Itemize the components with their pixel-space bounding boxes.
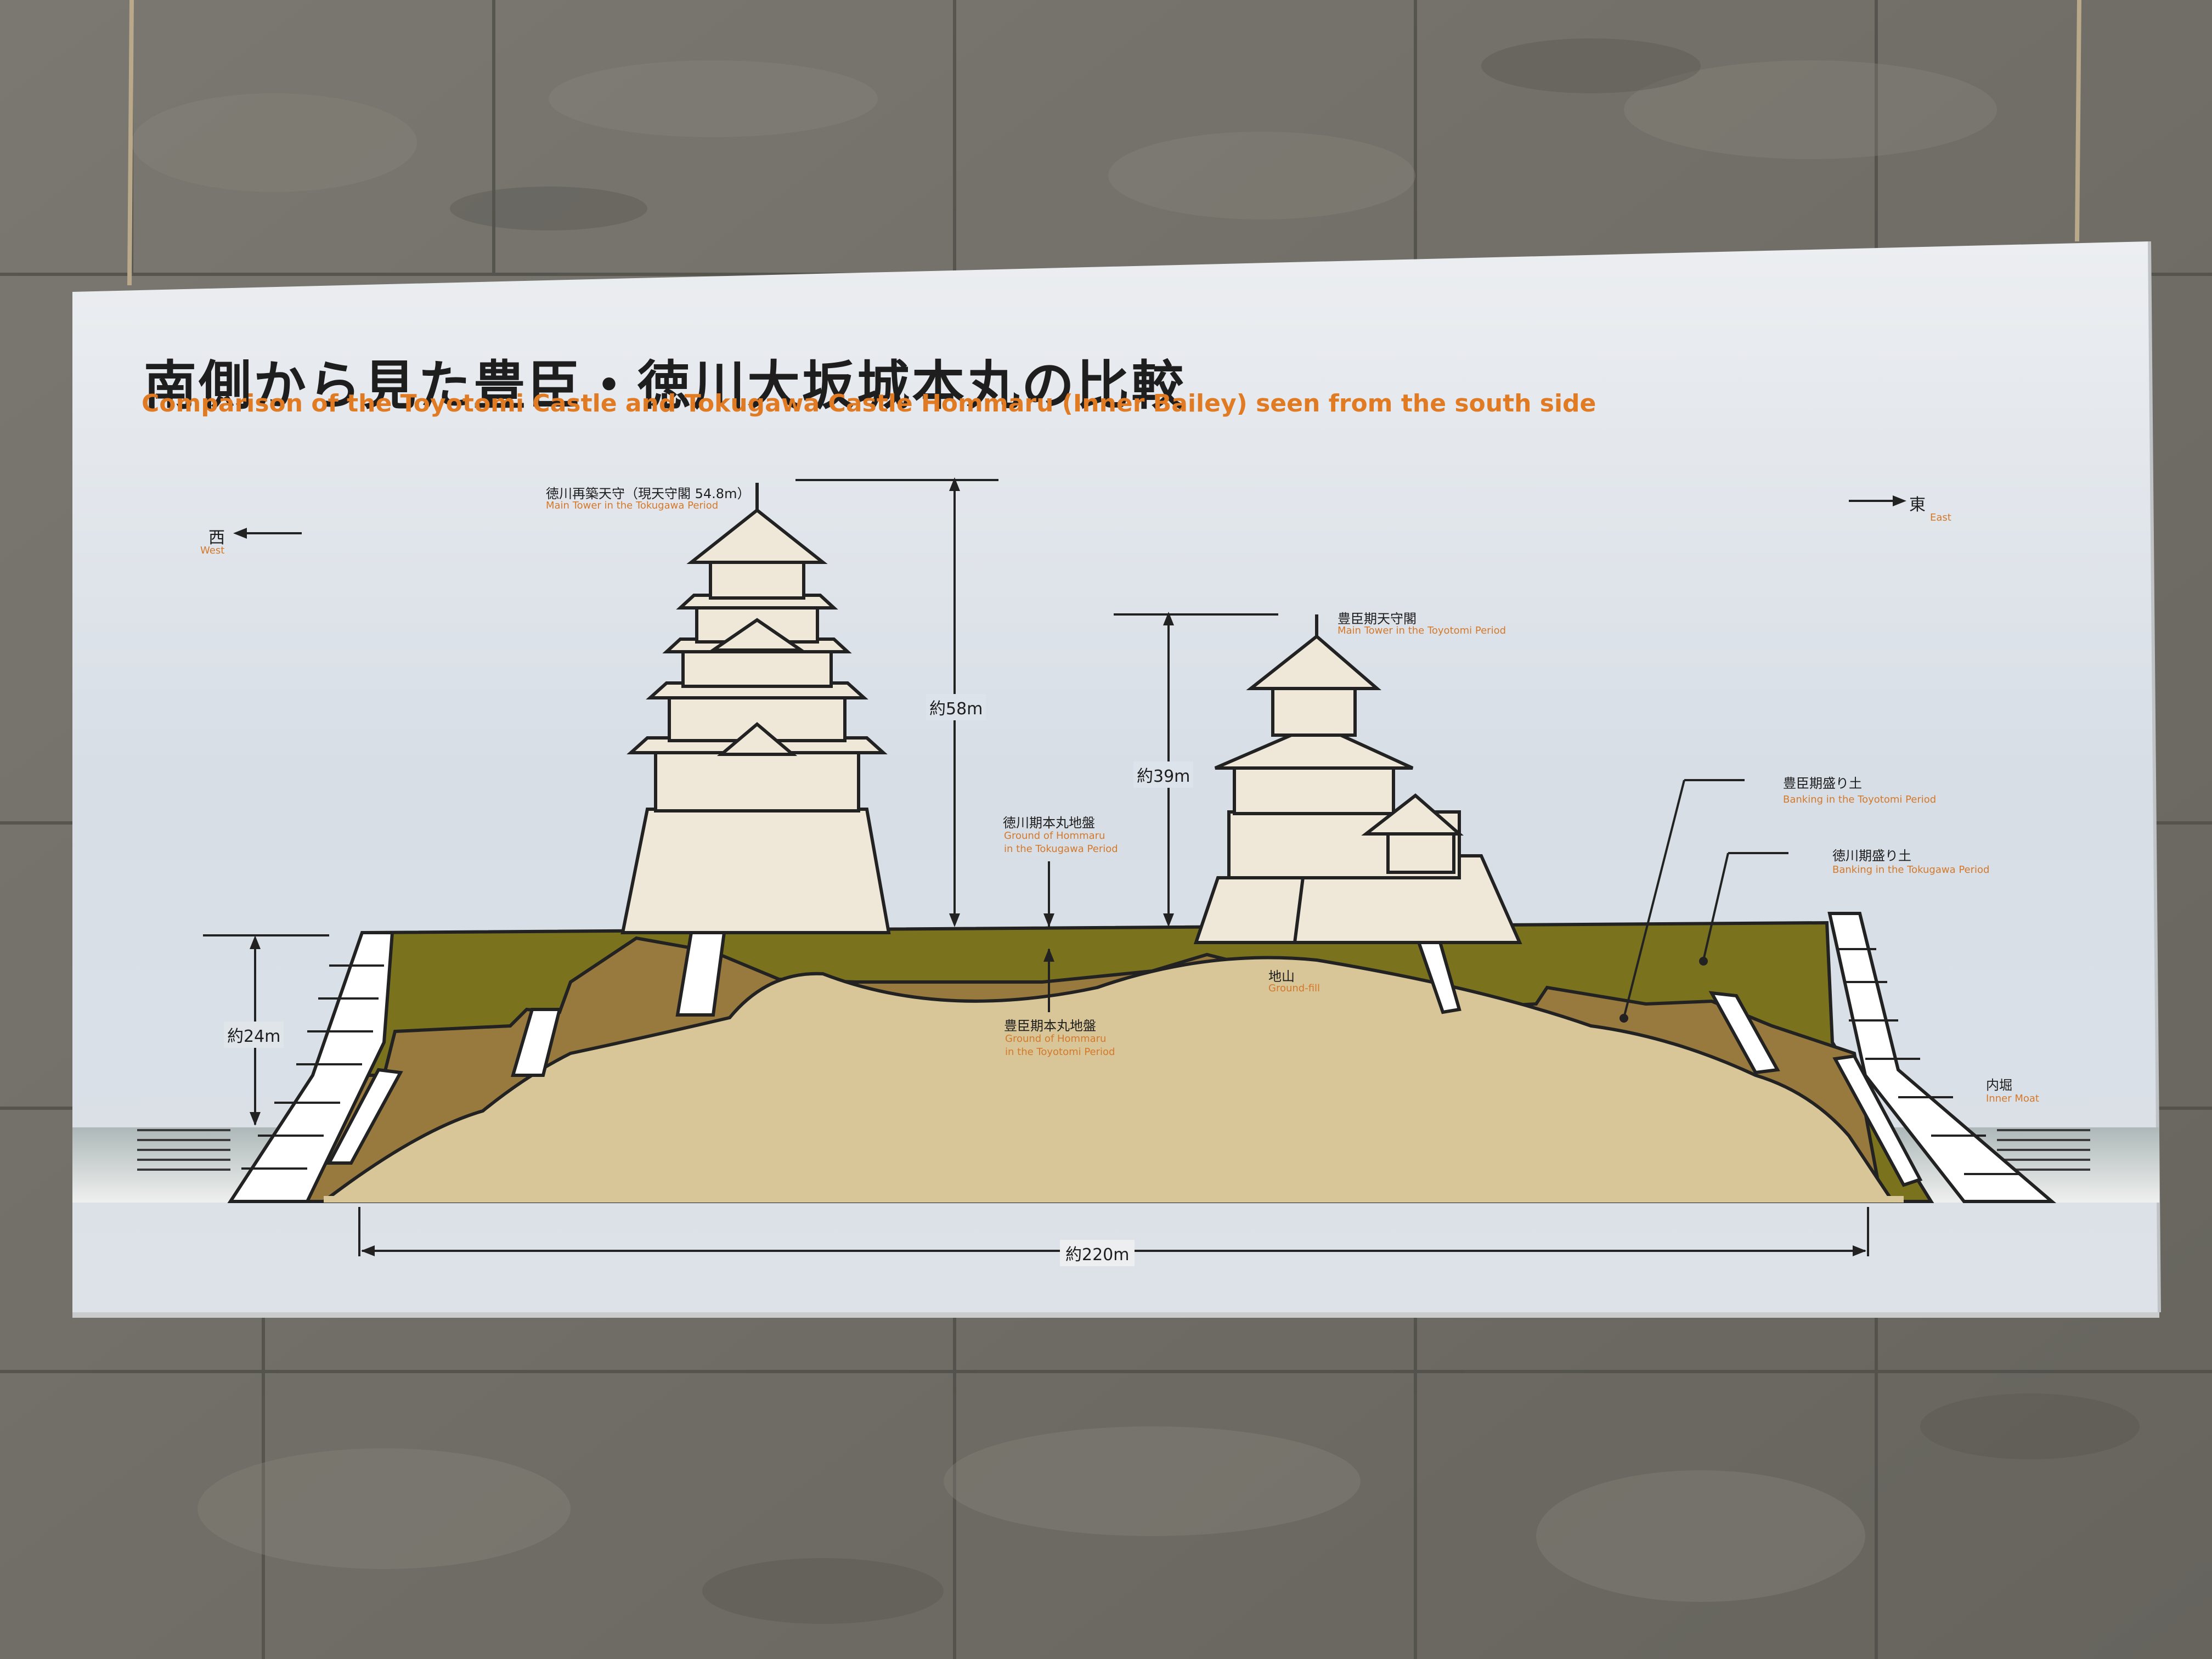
title-japanese: 南側から見た豊臣・徳川大坂城本丸の比較 <box>144 355 1186 416</box>
toyotomi-banking-label: 豊臣期盛り土 <box>1783 776 1862 791</box>
groundfill-label-en: Ground-fill <box>1268 983 1321 994</box>
toyotomi-ground-label-en1: Ground of Hommaru <box>1005 1033 1107 1045</box>
tokugawa-banking-label-en: Banking in the Tokugawa Period <box>1832 864 1990 876</box>
tokugawa-banking-label: 徳川期盛り土 <box>1832 848 1911 864</box>
tokugawa-ground-label-en2: in the Tokugawa Period <box>1004 843 1118 855</box>
wall-height-dimension: 約24m <box>224 1022 284 1048</box>
toyotomi-height-dimension: 約39m <box>1133 761 1194 788</box>
tokugawa-ground-label: 徳川期本丸地盤 <box>1003 815 1095 831</box>
tokugawa-ground-label-en1: Ground of Hommaru <box>1004 830 1105 842</box>
tokugawa-tower-label-en: Main Tower in the Tokugawa Period <box>546 500 719 511</box>
east-label-en: East <box>1930 512 1951 523</box>
east-label: 東 <box>1909 495 1926 515</box>
west-label: 西 <box>208 528 225 548</box>
toyotomi-banking-label-en: Banking in the Toyotomi Period <box>1783 794 1937 805</box>
inner-moat-label: 内堀 <box>1986 1077 2012 1093</box>
groundfill-label: 地山 <box>1268 969 1295 984</box>
inner-moat-label-en: Inner Moat <box>1986 1093 2039 1104</box>
east-stone-wall <box>1413 912 2057 1203</box>
tokugawa-main-tower <box>620 483 891 934</box>
west-label-en: West <box>200 545 225 556</box>
title-english: Comparison of the Toyotomi Castle and To… <box>142 390 1596 417</box>
toyotomi-ground-label: 豊臣期本丸地盤 <box>1004 1018 1096 1034</box>
tokugawa-height-dimension: 約58m <box>926 694 986 720</box>
toyotomi-main-tower <box>1193 614 1522 944</box>
toyotomi-tower-label-en: Main Tower in the Toyotomi Period <box>1338 625 1506 636</box>
width-dimension: 約220m <box>1060 1240 1135 1266</box>
toyotomi-ground-label-en2: in the Toyotomi Period <box>1005 1046 1115 1058</box>
toyotomi-tower-label: 豊臣期天守閣 <box>1338 611 1417 627</box>
tokugawa-tower-label: 徳川再築天守（現天守閣 54.8m） <box>546 486 751 501</box>
